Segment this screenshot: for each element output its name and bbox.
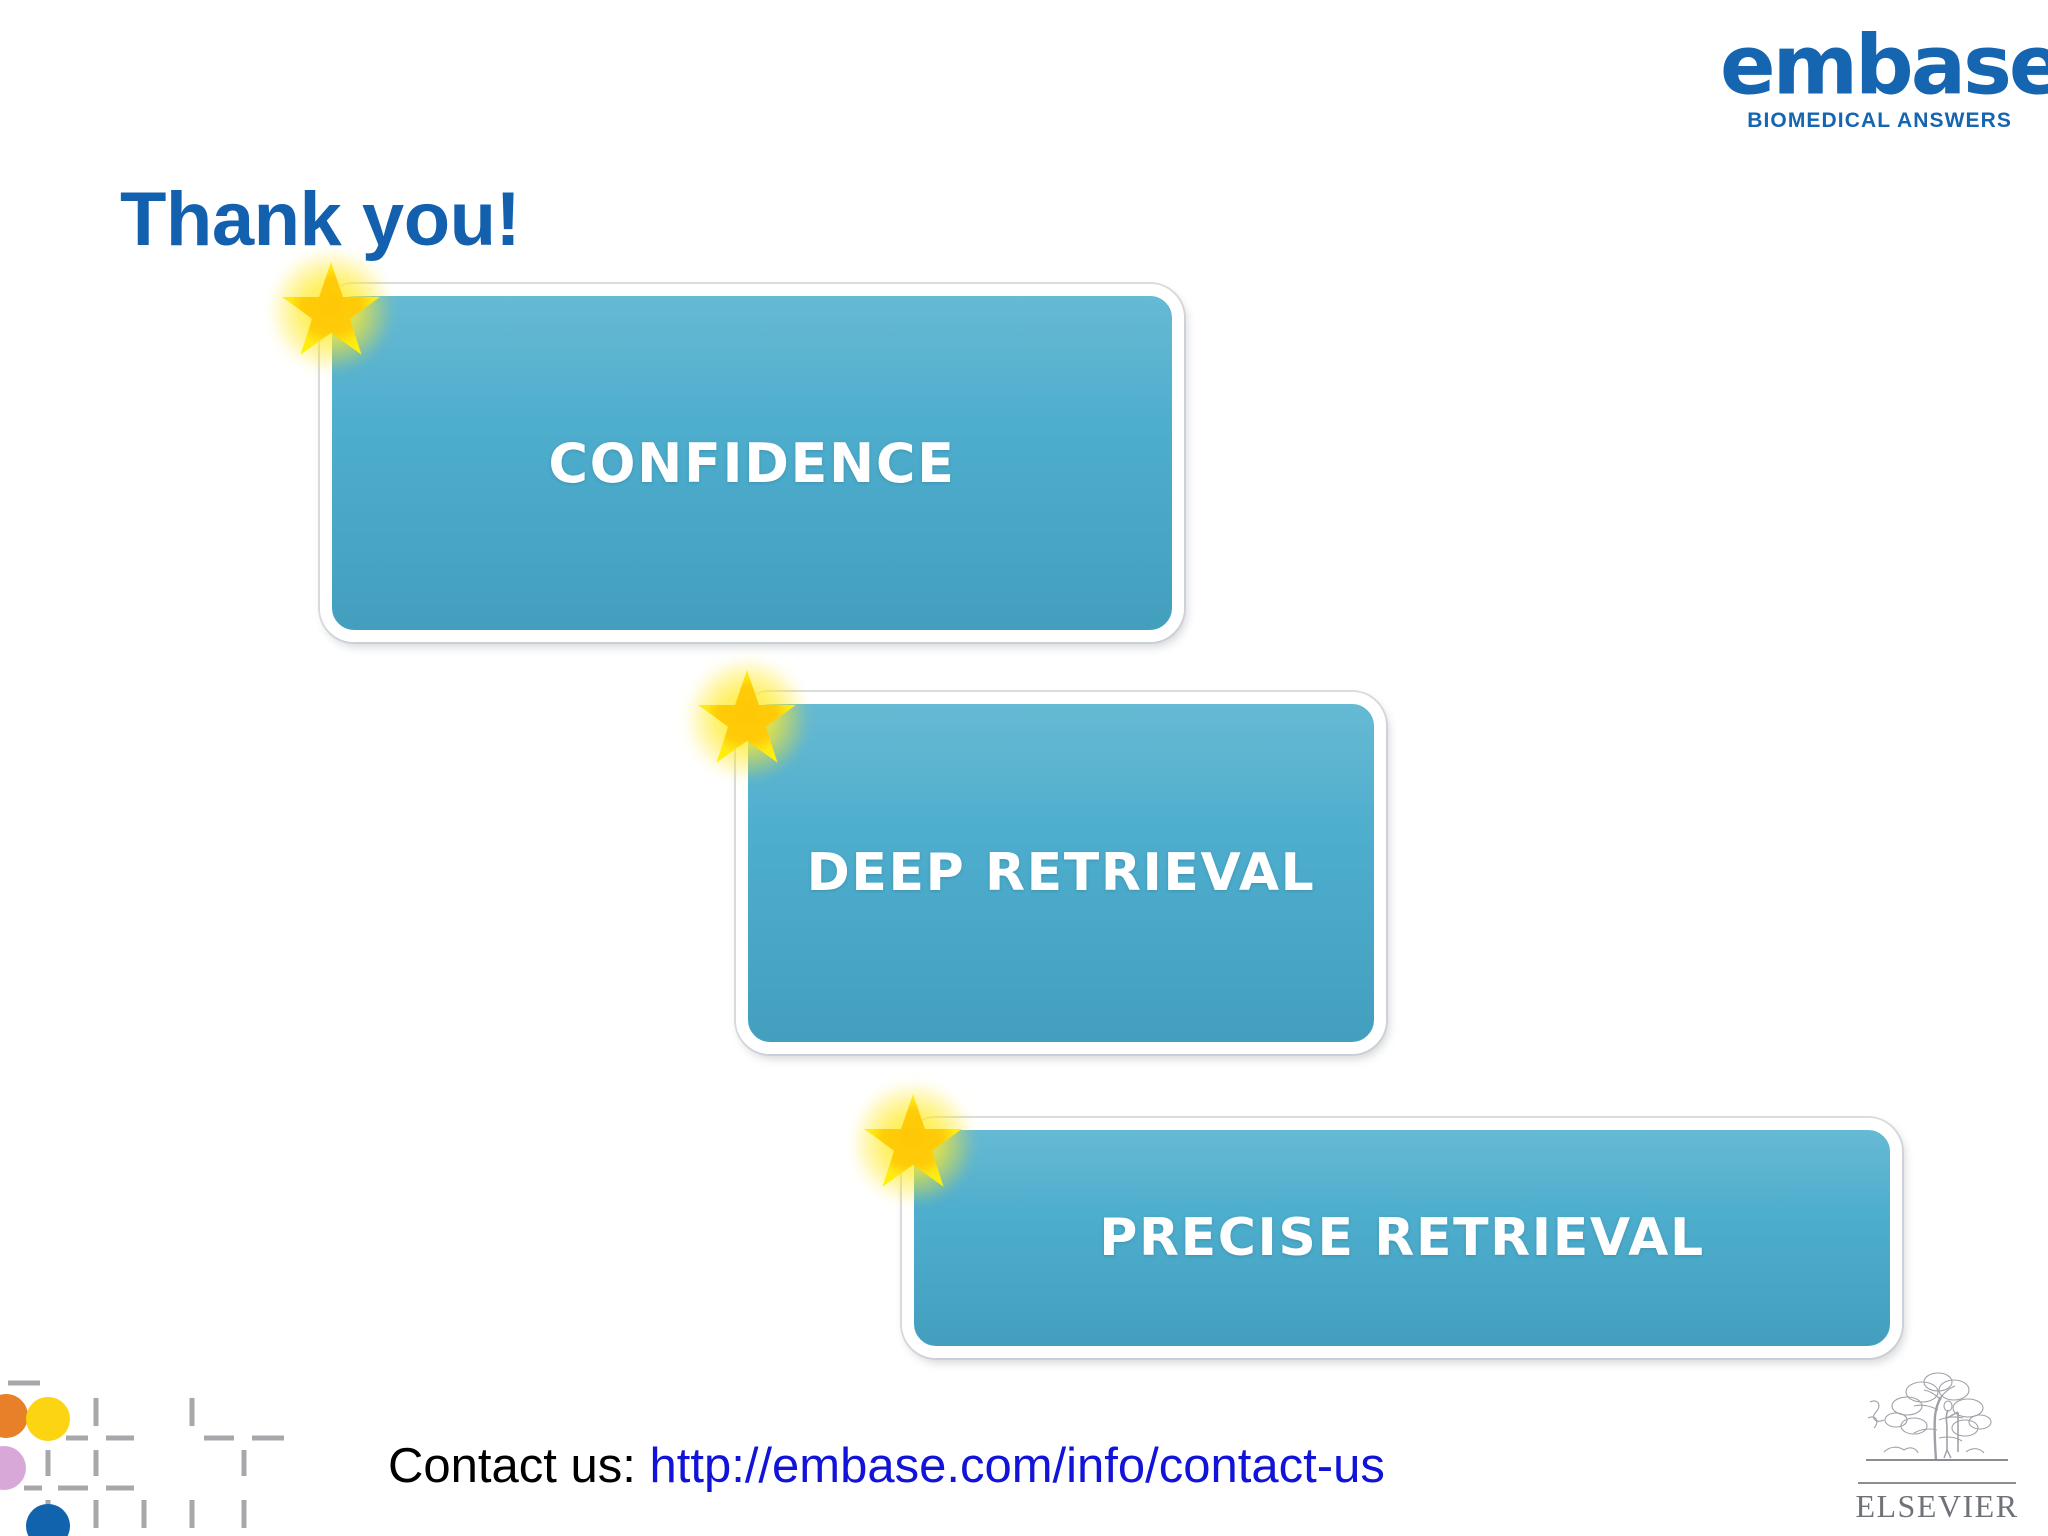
page-title: Thank you! — [120, 177, 521, 262]
elsevier-divider — [1858, 1482, 2016, 1484]
embase-logo: embase® BIOMEDICAL ANSWERS — [1720, 18, 2048, 133]
step-box-precise-retrieval[interactable]: PRECISE RETRIEVAL — [902, 1118, 1902, 1358]
decorative-grid — [0, 1380, 284, 1536]
orange-dot — [0, 1394, 28, 1438]
step-box-deep-retrieval[interactable]: DEEP RETRIEVAL — [736, 692, 1386, 1054]
embase-wordmark: embase® — [1720, 18, 2048, 107]
elsevier-wordmark: ELSEVIER — [1855, 1488, 2019, 1524]
step-box-inner: PRECISE RETRIEVAL — [914, 1130, 1890, 1346]
elsevier-logo: ELSEVIER — [1852, 1368, 2022, 1528]
step-label-confidence: CONFIDENCE — [548, 431, 956, 495]
embase-wordmark-text: embase — [1720, 18, 2048, 114]
contact-line: Contact us: http://embase.com/info/conta… — [388, 1438, 1385, 1494]
yellow-dot — [26, 1397, 70, 1441]
step-label-precise-retrieval: PRECISE RETRIEVAL — [1099, 1208, 1705, 1268]
elsevier-tree-icon — [1866, 1372, 2008, 1461]
step-box-confidence[interactable]: CONFIDENCE — [320, 284, 1184, 642]
step-box-inner: DEEP RETRIEVAL — [748, 704, 1374, 1042]
lavender-dot — [0, 1446, 26, 1490]
blue-dot — [26, 1504, 70, 1536]
contact-label: Contact us: — [388, 1439, 650, 1493]
embase-tagline: BIOMEDICAL ANSWERS — [1747, 109, 2012, 133]
contact-url-link[interactable]: http://embase.com/info/contact-us — [649, 1439, 1385, 1493]
step-label-deep-retrieval: DEEP RETRIEVAL — [806, 843, 1316, 903]
step-box-inner: CONFIDENCE — [332, 296, 1172, 630]
